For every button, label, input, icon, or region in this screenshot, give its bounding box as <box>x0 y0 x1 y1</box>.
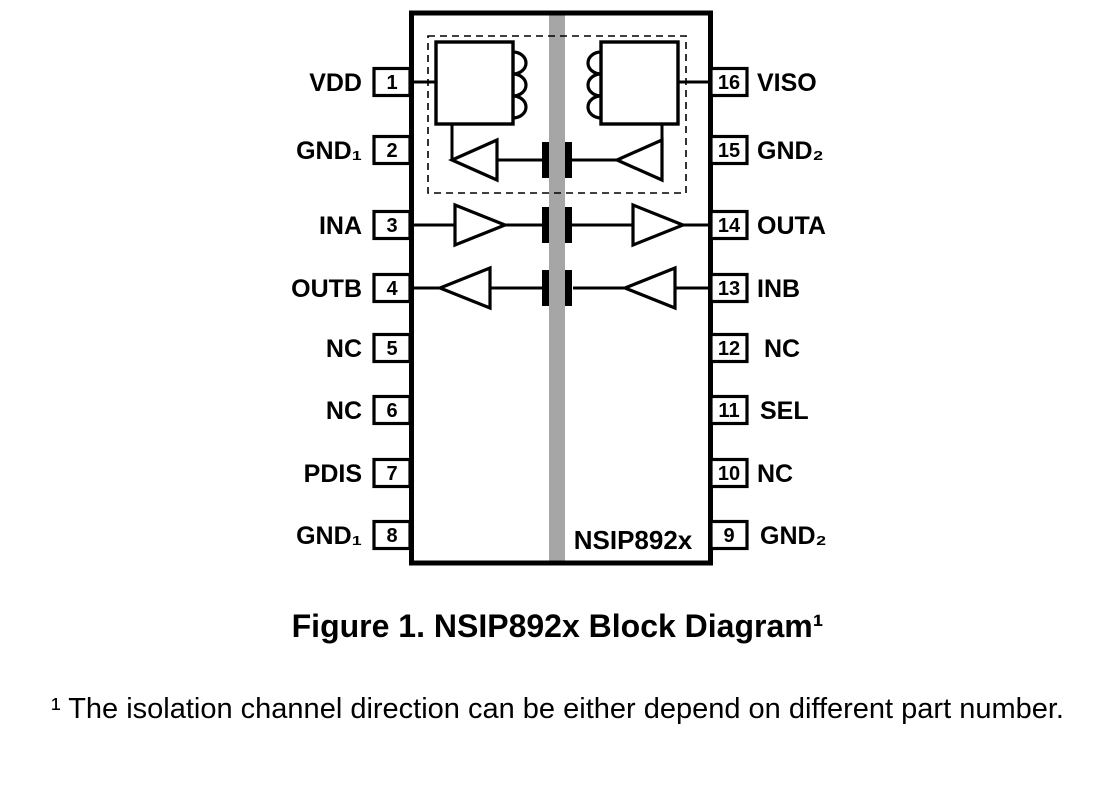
pin-7: 7 PDIS <box>304 457 412 489</box>
pin-2: 2 GND₁ <box>296 134 412 166</box>
buffer-channel-a-right-icon <box>631 202 688 248</box>
buffer-feedback-right-icon <box>613 137 664 183</box>
pin-number: 2 <box>386 140 397 162</box>
pin-16: 16 VISO <box>709 66 817 98</box>
pin-box <box>709 519 749 551</box>
power-block-left <box>434 40 515 126</box>
pin-number: 7 <box>386 463 397 485</box>
cap-plate-feedback-right <box>565 142 572 178</box>
pin-3: 3 INA <box>319 209 412 241</box>
pin-8: 8 GND₁ <box>296 519 412 551</box>
pin-number: 3 <box>386 215 397 237</box>
pin-number: 5 <box>386 338 397 360</box>
pin-4: 4 OUTB <box>291 272 412 304</box>
pin-label: NC <box>326 397 362 425</box>
transformer-coil-right <box>586 50 602 120</box>
pin-box <box>372 272 412 304</box>
pin-label: GND₁ <box>296 137 362 165</box>
cap-plate-channel-b-left <box>542 270 549 306</box>
pin-10: 10 NC <box>709 457 793 489</box>
buffer-channel-b-left-icon <box>435 265 492 311</box>
transformer-coil-left <box>512 50 528 120</box>
pin-label: NC <box>757 460 793 488</box>
cap-plate-feedback-left <box>542 142 549 178</box>
pin-number: 16 <box>718 72 740 94</box>
power-block-right <box>599 40 680 126</box>
pin-box <box>372 394 412 426</box>
pin-box <box>372 519 412 551</box>
buffer-channel-b-right-icon <box>620 265 677 311</box>
pin-5: 5 NC <box>326 332 412 364</box>
pin-box <box>372 457 412 489</box>
buffer-channel-a-left-icon <box>453 202 510 248</box>
pin-12: 12 NC <box>709 332 800 364</box>
cap-plate-channel-b-right <box>565 270 572 306</box>
block-diagram: 1 VDD 2 GND₁ 3 INA 4 OUTB 5 NC 6 NC <box>291 10 827 566</box>
pin-label: OUTA <box>757 212 826 240</box>
pin-box <box>709 332 749 364</box>
power-channel-dashed-box <box>427 35 687 194</box>
pin-label: GND₁ <box>296 522 362 550</box>
pin-number: 9 <box>723 525 734 547</box>
pin-number: 8 <box>386 525 397 547</box>
pin-box <box>372 332 412 364</box>
pin-label: PDIS <box>304 460 362 488</box>
pin-14: 14 OUTA <box>709 209 826 241</box>
pin-box <box>709 457 749 489</box>
pin-box <box>709 272 749 304</box>
pin-label: GND₂ <box>757 137 824 165</box>
pin-9: 9 GND₂ <box>709 519 827 551</box>
pin-11: 11 SEL <box>709 394 809 426</box>
cap-plate-channel-a-left <box>542 207 549 243</box>
pin-13: 13 INB <box>709 272 800 304</box>
pin-label: OUTB <box>291 275 362 303</box>
pin-label: VISO <box>757 69 817 97</box>
pin-number: 4 <box>386 278 398 300</box>
pin-box <box>709 66 749 98</box>
pin-box <box>372 66 412 98</box>
pin-box <box>372 134 412 166</box>
pin-label: GND₂ <box>760 522 827 550</box>
pin-number: 13 <box>718 278 740 300</box>
buffer-feedback-left-icon <box>448 137 499 183</box>
pin-label: INA <box>319 212 362 240</box>
cap-plate-channel-a-right <box>565 207 572 243</box>
isolation-barrier <box>549 15 565 561</box>
pin-number: 10 <box>718 463 740 485</box>
pin-box <box>709 394 749 426</box>
pin-label: VDD <box>309 69 362 97</box>
pin-box <box>709 209 749 241</box>
pin-box <box>709 134 749 166</box>
part-label: NSIP892x <box>574 525 693 555</box>
pin-number: 15 <box>718 140 740 162</box>
pin-number: 11 <box>718 400 739 422</box>
pin-6: 6 NC <box>326 394 412 426</box>
pin-label: NC <box>326 335 362 363</box>
pin-number: 6 <box>386 400 397 422</box>
pin-number: 12 <box>718 338 740 360</box>
pin-1: 1 VDD <box>309 66 412 98</box>
pin-number: 14 <box>718 215 741 237</box>
pin-box <box>372 209 412 241</box>
pin-15: 15 GND₂ <box>709 134 824 166</box>
figure-caption: Figure 1. NSIP892x Block Diagram¹ <box>291 608 824 644</box>
pin-label: NC <box>764 335 800 363</box>
pin-label: INB <box>757 275 800 303</box>
pin-number: 1 <box>386 72 397 94</box>
pin-label: SEL <box>760 397 809 425</box>
footnote: ¹ The isolation channel direction can be… <box>51 693 1064 725</box>
